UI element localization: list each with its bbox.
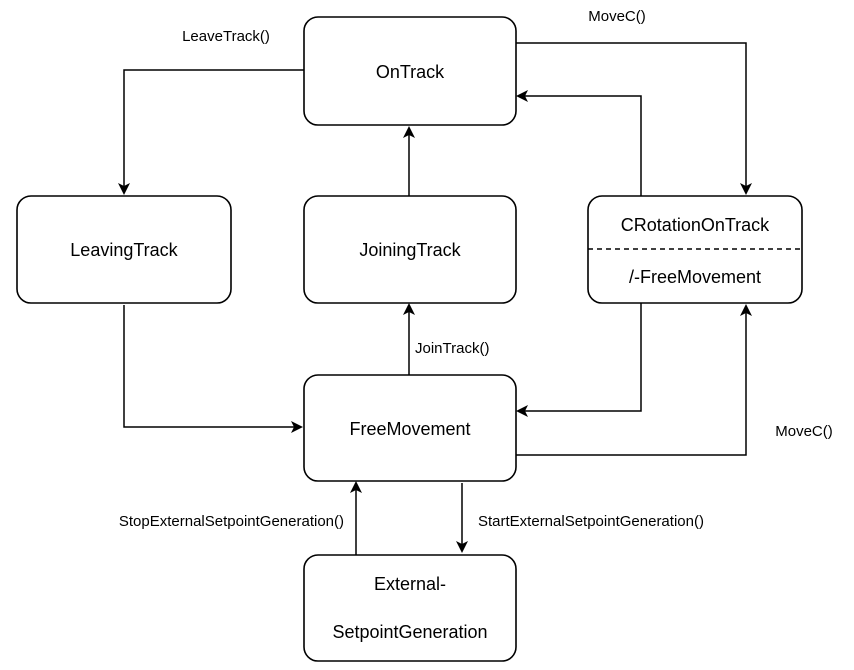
edge-crotation-to-free bbox=[516, 303, 642, 417]
state-joining-track-label: JoiningTrack bbox=[359, 240, 461, 260]
edge-move-c-right bbox=[516, 304, 752, 456]
state-on-track-label: OnTrack bbox=[376, 62, 445, 82]
state-joining-track: JoiningTrack bbox=[303, 195, 517, 304]
label-stop-external: StopExternalSetpointGeneration() bbox=[119, 513, 344, 530]
label-move-c-top: MoveC() bbox=[588, 8, 646, 25]
edge-move-c-top bbox=[516, 42, 752, 195]
state-c-rotation-bottom-label: /-FreeMovement bbox=[629, 267, 761, 287]
state-leaving-track-label: LeavingTrack bbox=[70, 240, 178, 260]
edge-leaving-to-free bbox=[123, 305, 303, 433]
state-free-movement: FreeMovement bbox=[303, 374, 517, 482]
state-on-track: OnTrack bbox=[303, 16, 517, 126]
state-c-rotation-on-track: CRotationOnTrack /-FreeMovement bbox=[587, 195, 803, 304]
edge-leave-track bbox=[118, 69, 304, 195]
state-free-movement-label: FreeMovement bbox=[349, 419, 470, 439]
label-start-external: StartExternalSetpointGeneration() bbox=[478, 513, 704, 530]
state-external-line2-label: SetpointGeneration bbox=[332, 622, 487, 642]
state-external-line1-label: External- bbox=[374, 574, 446, 594]
label-join-track: JoinTrack() bbox=[415, 340, 489, 357]
label-leave-track: LeaveTrack() bbox=[182, 28, 270, 45]
state-c-rotation-top-label: CRotationOnTrack bbox=[621, 215, 770, 235]
state-external-setpoint-generation: External- SetpointGeneration bbox=[303, 554, 517, 662]
label-move-c-right: MoveC() bbox=[775, 423, 833, 440]
state-leaving-track: LeavingTrack bbox=[16, 195, 232, 304]
edge-crotation-to-ontrack bbox=[516, 90, 642, 196]
